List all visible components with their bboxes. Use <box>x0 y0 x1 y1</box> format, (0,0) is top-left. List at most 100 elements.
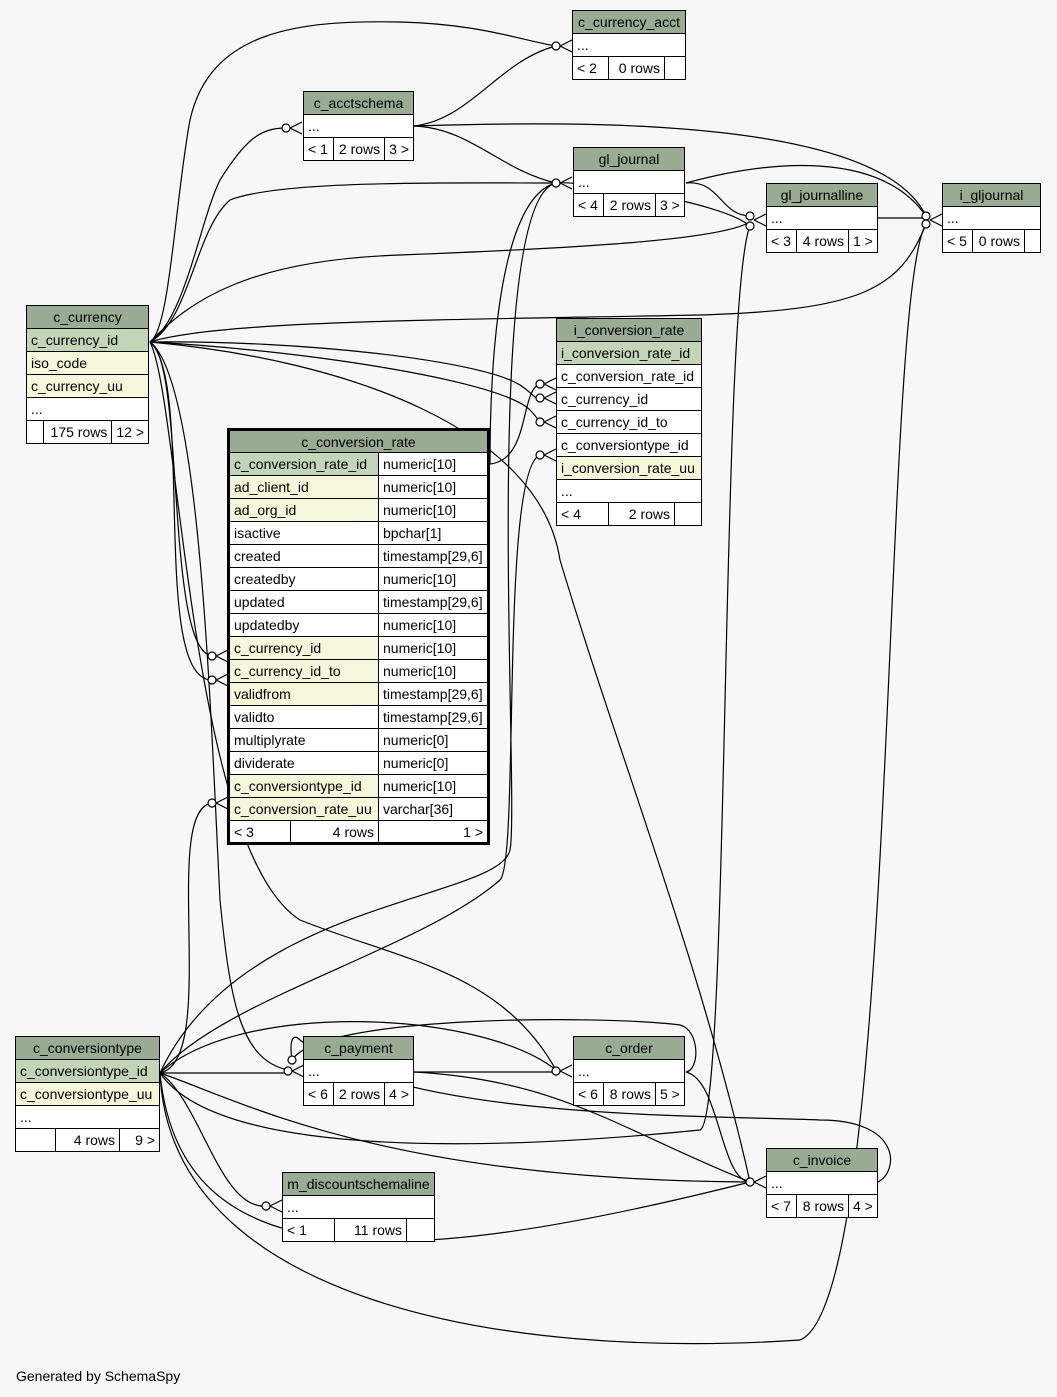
column-name[interactable]: createdby <box>228 567 379 591</box>
table-title[interactable]: gl_journal <box>573 147 685 171</box>
table-m-discountschemaline[interactable]: m_discountschemaline ... < 1 11 rows <box>282 1172 435 1242</box>
column-c-currency-uu[interactable]: c_currency_uu <box>26 374 149 398</box>
column-c-conversiontype-uu[interactable]: c_conversiontype_uu <box>15 1082 160 1106</box>
parents-count[interactable]: < 3 <box>766 229 797 253</box>
table-c-currency-acct[interactable]: c_currency_acct ... < 2 0 rows <box>572 10 686 80</box>
parents-count[interactable]: < 3 <box>228 820 291 844</box>
children-count[interactable]: 5 > <box>655 1082 685 1106</box>
table-title[interactable]: i_conversion_rate <box>556 318 702 342</box>
edge-conversiontype-convrate <box>159 802 213 1074</box>
parents-count[interactable] <box>15 1128 56 1152</box>
column-c-conversion-rate-id[interactable]: c_conversion_rate_id <box>556 364 702 388</box>
children-count[interactable]: 3 > <box>655 193 685 217</box>
table-title[interactable]: i_gljournal <box>942 183 1041 207</box>
column-name[interactable]: validto <box>228 705 379 729</box>
children-count[interactable] <box>1024 229 1041 253</box>
column-c-currency-id[interactable]: c_currency_id <box>556 387 702 411</box>
column-type: timestamp[29,6] <box>378 682 489 706</box>
table-title[interactable]: c_conversion_rate <box>228 429 489 453</box>
table-i-conversion-rate[interactable]: i_conversion_rate i_conversion_rate_id c… <box>556 318 702 526</box>
column-name[interactable]: c_currency_id_to <box>228 659 379 683</box>
table-c-conversiontype[interactable]: c_conversiontype c_conversiontype_id c_c… <box>15 1036 160 1152</box>
table-title[interactable]: c_currency_acct <box>572 10 686 34</box>
parents-count[interactable]: < 6 <box>573 1082 604 1106</box>
column-type: numeric[10] <box>378 636 489 660</box>
children-count[interactable]: 1 > <box>378 820 489 844</box>
column-name[interactable]: dividerate <box>228 751 379 775</box>
column-i-conversion-rate-uu[interactable]: i_conversion_rate_uu <box>556 456 702 480</box>
row-count: 11 rows <box>334 1218 407 1242</box>
table-c-payment[interactable]: c_payment ... < 6 2 rows 4 > <box>303 1036 414 1106</box>
parents-count[interactable]: < 6 <box>303 1082 334 1106</box>
column-name[interactable]: validfrom <box>228 682 379 706</box>
children-count[interactable] <box>406 1218 435 1242</box>
column-c-currency-id-to[interactable]: c_currency_id_to <box>556 410 702 434</box>
table-gl-journalline[interactable]: gl_journalline ... < 3 4 rows 1 > <box>766 183 878 253</box>
column-name[interactable]: c_conversion_rate_uu <box>228 797 379 821</box>
table-title[interactable]: c_order <box>573 1036 685 1060</box>
edge-currency-currencyacct <box>149 21 557 343</box>
table-title[interactable]: c_currency <box>26 305 149 329</box>
column-iso-code[interactable]: iso_code <box>26 351 149 375</box>
column-c-conversiontype-id[interactable]: c_conversiontype_id <box>556 433 702 457</box>
parents-count[interactable]: < 4 <box>573 193 604 217</box>
edge-conversiontype-order <box>159 1021 557 1074</box>
parents-count[interactable] <box>25 420 45 444</box>
column-type: numeric[0] <box>378 728 489 752</box>
parents-count[interactable]: < 2 <box>572 56 609 80</box>
edge-currency-iconvrate-cur <box>149 341 541 400</box>
table-title[interactable]: c_acctschema <box>303 91 414 115</box>
children-count[interactable]: 1 > <box>848 229 878 253</box>
table-title[interactable]: gl_journalline <box>766 183 878 207</box>
more-columns: ... <box>15 1105 160 1129</box>
edge-conversiontype-iconvrate <box>159 454 541 1074</box>
column-type: numeric[10] <box>378 613 489 637</box>
children-count[interactable]: 9 > <box>119 1128 160 1152</box>
row-count: 4 rows <box>289 820 380 844</box>
table-title[interactable]: c_payment <box>303 1036 414 1060</box>
column-c-currency-id[interactable]: c_currency_id <box>26 328 149 352</box>
table-c-currency[interactable]: c_currency c_currency_id iso_code c_curr… <box>25 305 149 444</box>
column-type: timestamp[29,6] <box>378 544 489 568</box>
edge-order-invoice <box>685 1071 751 1183</box>
column-name[interactable]: updated <box>228 590 379 614</box>
generated-by-footer[interactable]: Generated by SchemaSpy <box>16 1368 181 1384</box>
children-count[interactable]: 12 > <box>111 420 149 444</box>
table-title[interactable]: m_discountschemaline <box>282 1172 435 1196</box>
column-c-conversiontype-id[interactable]: c_conversiontype_id <box>15 1059 160 1083</box>
column-name[interactable]: multiplyrate <box>228 728 379 752</box>
table-c-order[interactable]: c_order ... < 6 8 rows 5 > <box>573 1036 685 1106</box>
table-i-gljournal[interactable]: i_gljournal ... < 5 0 rows <box>942 183 1041 253</box>
parents-count[interactable]: < 1 <box>303 137 334 161</box>
more-columns: ... <box>766 1171 878 1195</box>
parents-count[interactable]: < 4 <box>556 502 609 526</box>
more-columns: ... <box>573 170 685 194</box>
column-i-conversion-rate-id[interactable]: i_conversion_rate_id <box>556 341 702 365</box>
table-c-acctschema[interactable]: c_acctschema ... < 1 2 rows 3 > <box>303 91 414 161</box>
column-name[interactable]: c_currency_id <box>228 636 379 660</box>
table-title[interactable]: c_conversiontype <box>15 1036 160 1060</box>
parents-count[interactable]: < 1 <box>282 1218 335 1242</box>
edge-acctschema-gljournal <box>413 125 557 184</box>
column-name[interactable]: updatedby <box>228 613 379 637</box>
table-c-invoice[interactable]: c_invoice ... < 7 8 rows 4 > <box>766 1148 878 1218</box>
column-name[interactable]: isactive <box>228 521 379 545</box>
column-name[interactable]: c_conversion_rate_id <box>228 452 379 476</box>
column-name[interactable]: ad_org_id <box>228 498 379 522</box>
column-name[interactable]: c_conversiontype_id <box>228 774 379 798</box>
table-gl-journal[interactable]: gl_journal ... < 4 2 rows 3 > <box>573 147 685 217</box>
column-name[interactable]: created <box>228 544 379 568</box>
table-title[interactable]: c_invoice <box>766 1148 878 1172</box>
children-count[interactable] <box>674 502 702 526</box>
parents-count[interactable]: < 5 <box>942 229 973 253</box>
children-count[interactable]: 3 > <box>384 137 414 161</box>
children-count[interactable]: 4 > <box>384 1082 414 1106</box>
children-count[interactable] <box>664 56 686 80</box>
row-count: 4 rows <box>55 1128 120 1152</box>
parents-count[interactable]: < 7 <box>766 1194 797 1218</box>
more-columns: ... <box>282 1195 435 1219</box>
column-name[interactable]: ad_client_id <box>228 475 379 499</box>
children-count[interactable]: 4 > <box>848 1194 878 1218</box>
